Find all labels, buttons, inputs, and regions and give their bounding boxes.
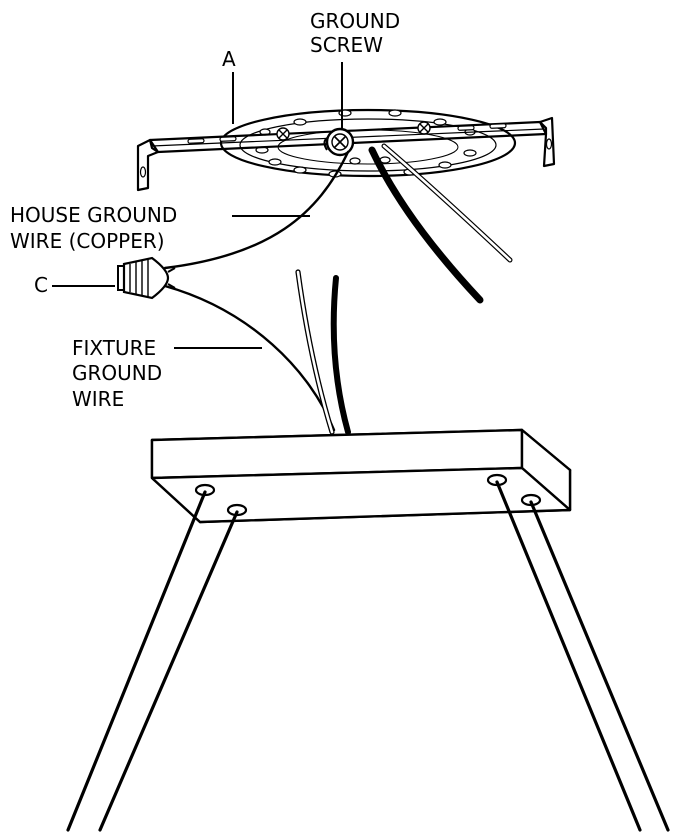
ground-screw-label-line1: GROUND bbox=[310, 9, 400, 33]
fixture-ground-label-line2: GROUND bbox=[72, 361, 162, 385]
mounting-bracket bbox=[136, 116, 556, 192]
bracket-label: A bbox=[222, 47, 236, 71]
mounting-plate bbox=[219, 108, 517, 178]
supply-wires bbox=[368, 143, 513, 304]
ground-screw-label-line2: SCREW bbox=[310, 33, 383, 57]
callout-lines bbox=[52, 62, 343, 349]
suspension-cables bbox=[66, 480, 670, 832]
fixture-ground-label-line3: WIRE bbox=[72, 387, 124, 411]
ground-screw-icon bbox=[323, 127, 355, 157]
connector-label: C bbox=[34, 273, 48, 297]
house-ground-label-line2: WIRE (COPPER) bbox=[10, 229, 165, 253]
fixture-canopy-box bbox=[150, 428, 572, 524]
wire-connector-icon bbox=[117, 256, 176, 300]
house-ground-label-line1: HOUSE GROUND bbox=[10, 203, 177, 227]
fixture-ground-wire bbox=[163, 284, 336, 432]
house-ground-wire bbox=[163, 150, 350, 270]
fixture-wires bbox=[295, 269, 351, 435]
fixture-ground-label-line1: FIXTURE bbox=[72, 336, 156, 360]
